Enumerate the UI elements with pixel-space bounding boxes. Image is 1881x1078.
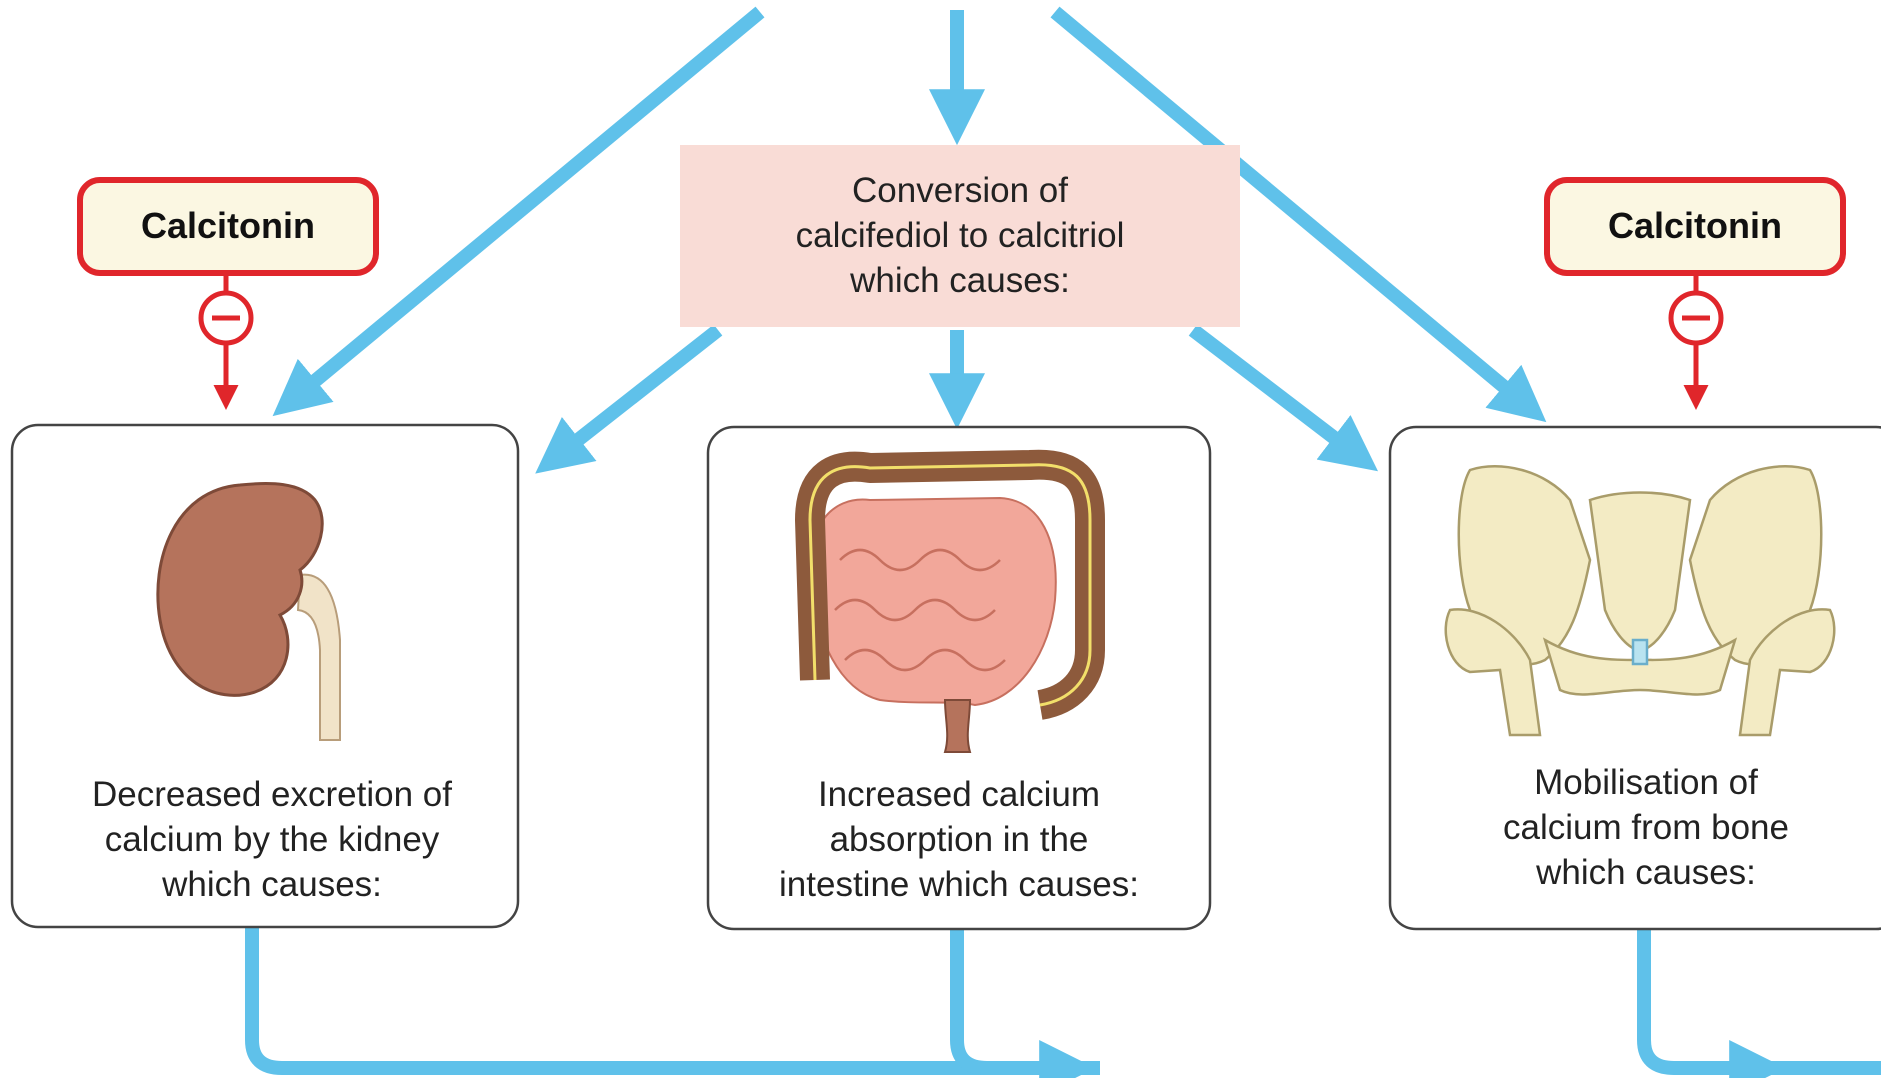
kidney-box: Decreased excretion of calcium by the ki…: [12, 425, 518, 927]
kidney-line-1: Decreased excretion of: [92, 775, 452, 814]
conversion-line-2: calcifediol to calcitriol: [796, 216, 1125, 255]
bone-line-2: calcium from bone: [1503, 808, 1789, 847]
conversion-process-box: Conversion of calcifediol to calcitriol …: [680, 145, 1240, 327]
arrow-conversion-to-bone: [1193, 330, 1358, 456]
calcitonin-left-label: Calcitonin: [141, 205, 315, 246]
arrow-intestine-out: [957, 930, 1100, 1068]
minus-inhibit-icon: [201, 293, 251, 343]
conversion-line-1: Conversion of: [852, 171, 1068, 210]
calcitonin-right: Calcitonin: [1547, 180, 1843, 395]
intestine-line-3: intestine which causes:: [779, 865, 1139, 904]
bone-line-1: Mobilisation of: [1534, 763, 1758, 802]
kidney-line-3: which causes:: [161, 865, 382, 904]
arrow-conversion-to-kidney: [555, 330, 718, 458]
bone-line-3: which causes:: [1535, 853, 1756, 892]
calcitonin-right-label: Calcitonin: [1608, 205, 1782, 246]
minus-inhibit-icon: [1671, 293, 1721, 343]
kidney-line-2: calcium by the kidney: [105, 820, 440, 859]
intestine-box: Increased calcium absorption in the inte…: [708, 427, 1210, 929]
conversion-line-3: which causes:: [849, 261, 1070, 300]
intestine-line-2: absorption in the: [830, 820, 1089, 859]
arrow-bone-out: [1644, 930, 1760, 1068]
arrow-kidney-out: [252, 928, 1070, 1068]
bone-box: Mobilisation of calcium from bone which …: [1390, 427, 1881, 929]
intestine-line-1: Increased calcium: [818, 775, 1100, 814]
